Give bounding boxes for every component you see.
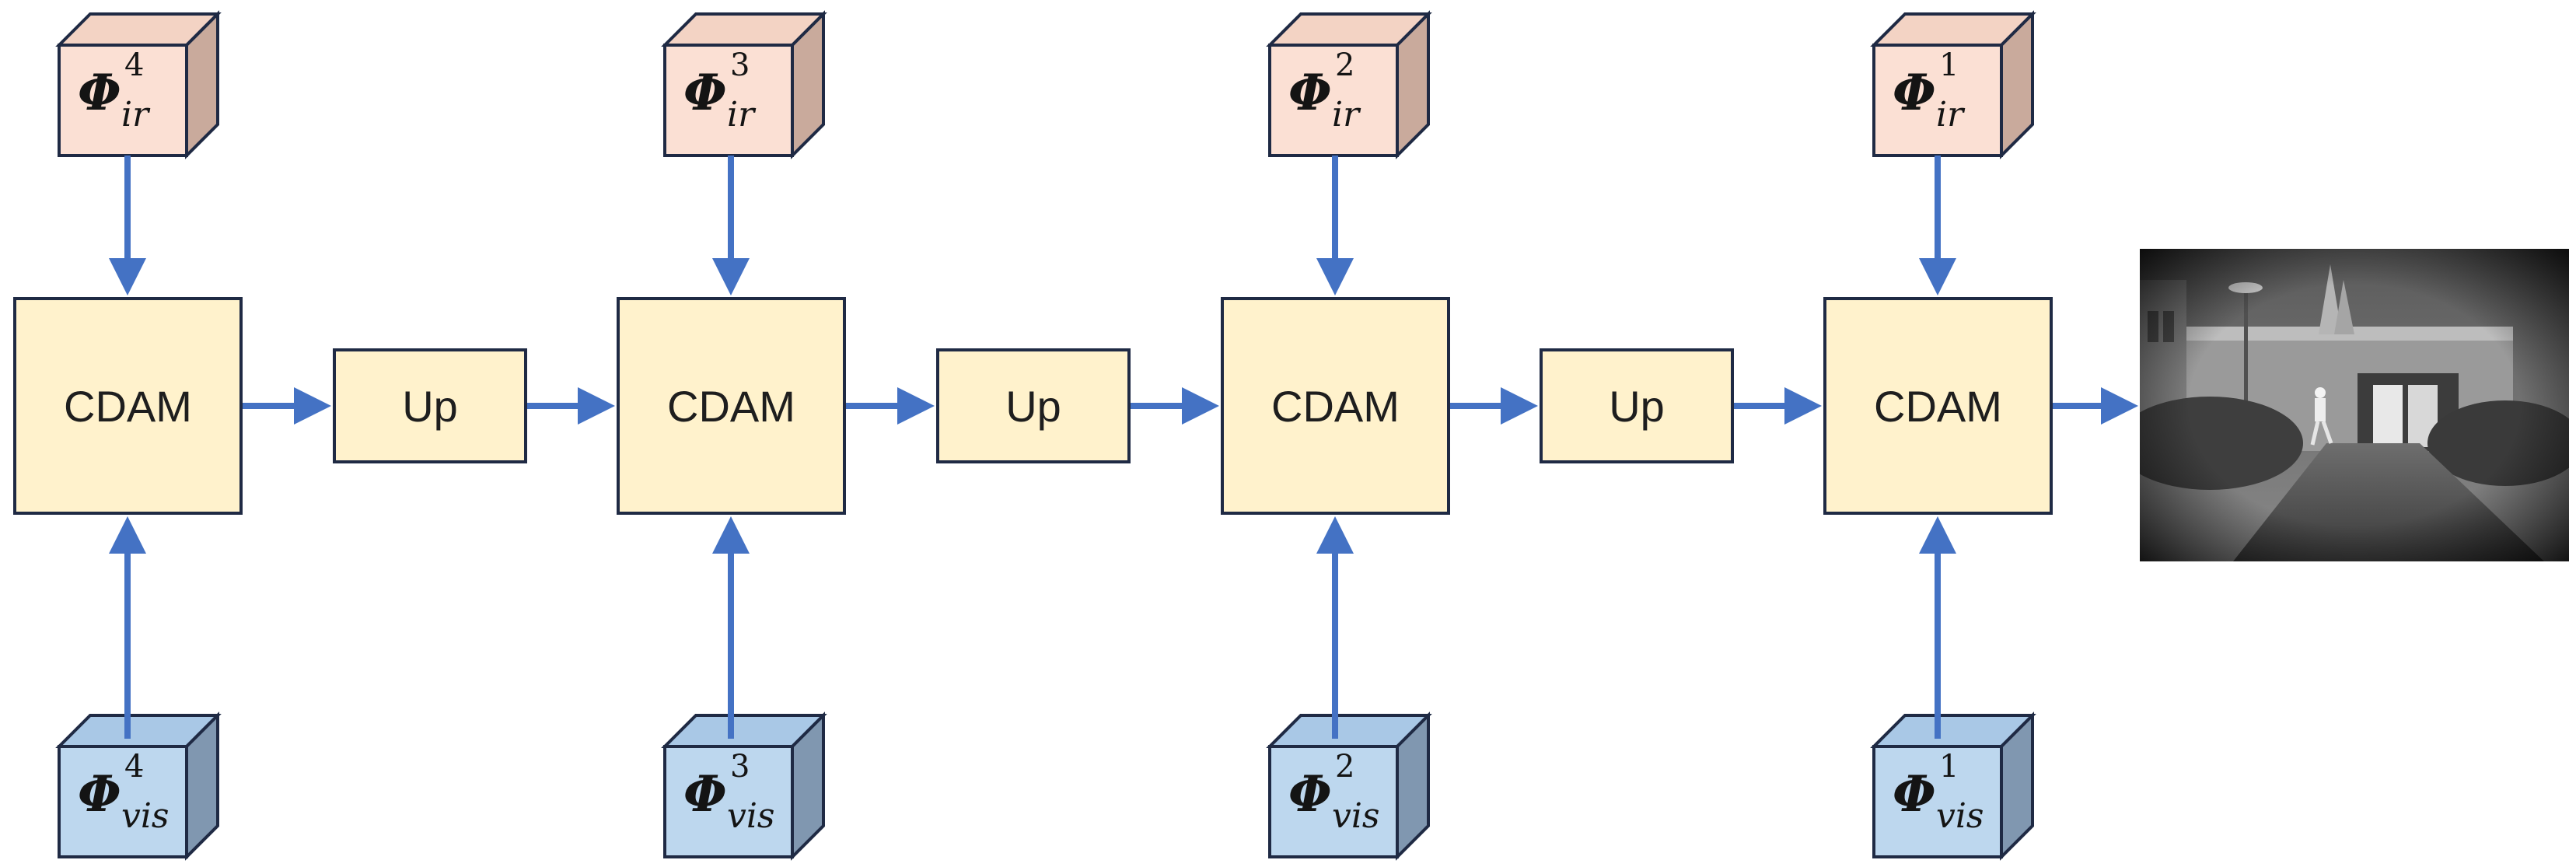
cdam-block-2: CDAM xyxy=(1221,297,1450,515)
vis-feature-cube-2: Φ 2 vis xyxy=(1266,711,1432,861)
cube-shape xyxy=(661,10,827,159)
modality-subscript: ir xyxy=(121,95,149,135)
vis-feature-cube-4: Φ 4 vis xyxy=(55,711,222,861)
ir-feature-cube-1: Φ 1 ir xyxy=(1870,10,2036,159)
level-superscript: 1 xyxy=(1939,47,1959,83)
phi-symbol: Φ xyxy=(683,765,727,823)
phi-symbol: Φ xyxy=(1288,765,1332,823)
phi-symbol: Φ xyxy=(683,64,727,122)
level-superscript: 4 xyxy=(124,749,145,785)
ir-feature-cube-2: Φ 2 ir xyxy=(1266,10,1432,159)
ir-feature-label: Φ 3 ir xyxy=(676,47,800,148)
cube-shape xyxy=(1870,10,2036,159)
cdam-label: CDAM xyxy=(667,381,795,431)
modality-subscript: ir xyxy=(1332,95,1360,135)
modality-subscript: vis xyxy=(1936,796,1984,836)
phi-symbol: Φ xyxy=(1893,765,1936,823)
phi-symbol: Φ xyxy=(78,64,121,122)
vis-feature-label: Φ 3 vis xyxy=(676,748,800,849)
cdam-label: CDAM xyxy=(64,381,192,431)
cube-shape xyxy=(55,711,222,861)
vis-feature-label: Φ 1 vis xyxy=(1885,748,2009,849)
fused-image-drawing xyxy=(2140,249,2569,561)
ir-feature-cube-3: Φ 3 ir xyxy=(661,10,827,159)
ir-feature-cube-4: Φ 4 ir xyxy=(55,10,222,159)
vis-feature-cube-3: Φ 3 vis xyxy=(661,711,827,861)
phi-symbol: Φ xyxy=(1893,64,1936,122)
cdam-block-4: CDAM xyxy=(13,297,243,515)
modality-subscript: vis xyxy=(727,796,775,836)
fused-output-image xyxy=(2140,249,2569,561)
upsample-block-3: Up xyxy=(1540,348,1734,463)
cube-shape xyxy=(55,10,222,159)
level-superscript: 4 xyxy=(124,47,145,83)
cube-shape xyxy=(1870,711,2036,861)
level-superscript: 3 xyxy=(730,47,750,83)
ir-feature-label: Φ 4 ir xyxy=(70,47,194,148)
up-label: Up xyxy=(1609,381,1665,431)
modality-subscript: vis xyxy=(1332,796,1380,836)
level-superscript: 3 xyxy=(730,749,750,785)
cdam-label: CDAM xyxy=(1874,381,2002,431)
modality-subscript: ir xyxy=(727,95,755,135)
level-superscript: 2 xyxy=(1335,47,1355,83)
cube-shape xyxy=(1266,711,1432,861)
cube-shape xyxy=(661,711,827,861)
up-label: Up xyxy=(402,381,458,431)
ir-feature-label: Φ 2 ir xyxy=(1281,47,1405,148)
up-label: Up xyxy=(1005,381,1061,431)
vis-feature-label: Φ 2 vis xyxy=(1281,748,1405,849)
ir-feature-label: Φ 1 ir xyxy=(1885,47,2009,148)
upsample-block-1: Up xyxy=(333,348,527,463)
cdam-label: CDAM xyxy=(1271,381,1400,431)
level-superscript: 1 xyxy=(1939,749,1959,785)
modality-subscript: vis xyxy=(121,796,170,836)
vis-feature-cube-1: Φ 1 vis xyxy=(1870,711,2036,861)
upsample-block-2: Up xyxy=(936,348,1131,463)
vis-feature-label: Φ 4 vis xyxy=(70,748,194,849)
phi-symbol: Φ xyxy=(1288,64,1332,122)
phi-symbol: Φ xyxy=(78,765,121,823)
modality-subscript: ir xyxy=(1936,95,1964,135)
cdam-block-3: CDAM xyxy=(617,297,846,515)
level-superscript: 2 xyxy=(1335,749,1355,785)
cdam-block-1: CDAM xyxy=(1823,297,2053,515)
